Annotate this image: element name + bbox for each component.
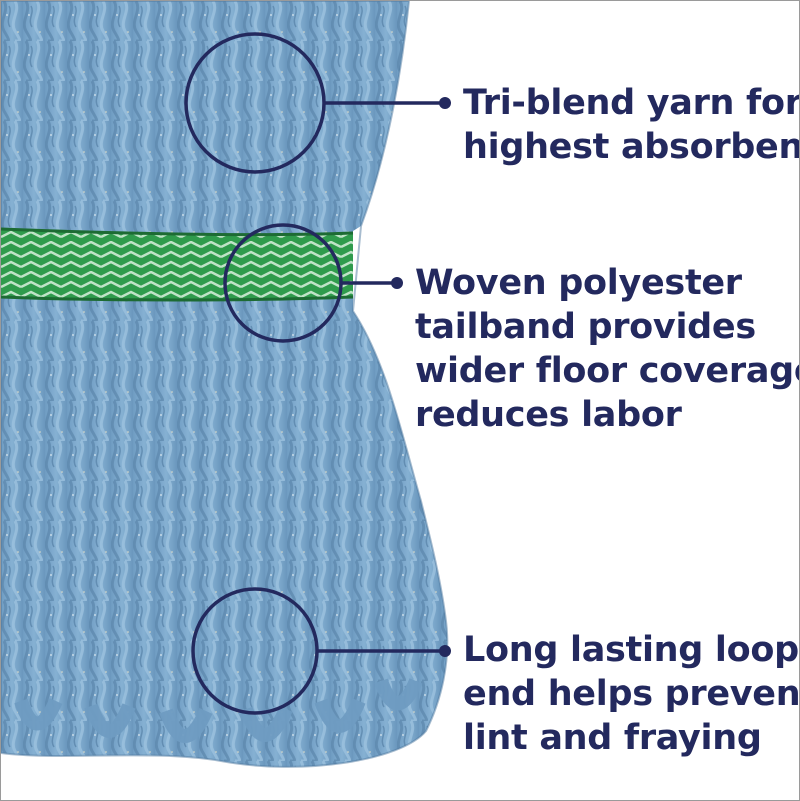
callout-tailband-line-1: Woven polyester [415, 263, 742, 303]
callout-tailband-line-4: reduces labor [415, 395, 682, 435]
callout-looped-end-line-1: Long lasting looped [463, 630, 799, 670]
callout-yarn: Tri-blend yarn for highest absorbency [463, 81, 800, 169]
callout-yarn-line-1: Tri-blend yarn for [463, 83, 800, 123]
callout-markers [184, 32, 443, 715]
callout-looped-end-line-2: end helps prevent [463, 674, 800, 714]
leader-dot-3 [439, 645, 451, 657]
callout-looped-end: Long lasting looped end helps prevent li… [463, 628, 800, 760]
callout-yarn-line-2: highest absorbency [463, 127, 799, 167]
tailband [1, 229, 353, 300]
callout-tailband-line-2: tailband provides [415, 307, 756, 347]
callout-tailband: Woven polyester tailband provides wider … [415, 261, 800, 437]
callout-tailband-line-3: wider floor coverage, [415, 351, 800, 391]
leader-dot-2 [391, 277, 403, 289]
leader-dot-1 [439, 97, 451, 109]
callout-looped-end-line-3: lint and fraying [463, 718, 762, 758]
mop-yarn [1, 1, 448, 767]
